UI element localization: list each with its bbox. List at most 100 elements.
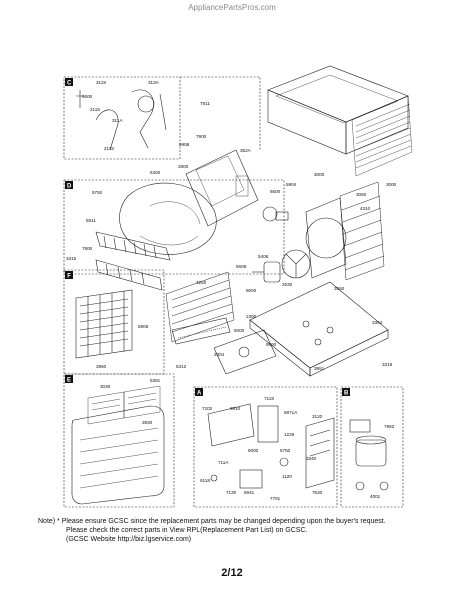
part-label: 5408 — [258, 254, 269, 259]
section-marker-c — [65, 78, 73, 86]
part-label: 3315 — [66, 256, 77, 261]
replacement-note: Note) * Please ensure GCSC since the rep… — [38, 517, 448, 544]
part-label: 3119 — [96, 80, 106, 85]
part-label: 352A — [240, 148, 252, 153]
condenser-coil — [339, 181, 385, 281]
drain-tray — [171, 317, 231, 345]
part-label: 2115 — [90, 107, 100, 112]
part-label: 7202 — [202, 406, 213, 411]
compressor-motor — [262, 206, 289, 222]
part-label: 3960 — [96, 364, 107, 369]
part-label: 3319 — [382, 362, 393, 367]
air-filter — [75, 289, 133, 359]
control-pcb — [207, 403, 335, 489]
group-box-e — [63, 373, 175, 508]
partition-plate — [213, 329, 277, 375]
note-line-1: Note) * Please ensure GCSC since the rep… — [38, 518, 386, 525]
group-box-b — [340, 386, 404, 508]
part-label: 7800 — [82, 246, 93, 251]
part-label: 3030 — [100, 384, 111, 389]
front-grille — [71, 405, 165, 505]
part-label: 6600 — [82, 94, 93, 99]
part-label: 311A — [112, 118, 123, 123]
note-line-3: (GCSC Website http://biz.lgservice.com) — [66, 536, 192, 543]
fan-shroud — [305, 197, 347, 279]
part-label: 7130 — [226, 490, 237, 495]
section-letter-e: E — [67, 378, 71, 384]
evaporator-coil — [165, 271, 235, 343]
section-marker-b — [342, 388, 350, 396]
blower-housing — [119, 182, 217, 255]
part-label: 6400 — [150, 170, 161, 175]
part-label: 4001 — [370, 494, 381, 499]
part-label: 3930 — [142, 420, 153, 425]
part-label: 313A — [148, 80, 160, 85]
part-label: 6000 — [248, 448, 259, 453]
rear-grille — [351, 95, 413, 177]
base-pan — [249, 281, 389, 377]
section-marker-a — [195, 388, 203, 396]
group-box-a — [193, 386, 338, 508]
part-label: 6600 — [270, 189, 281, 194]
part-label: 4310 — [360, 206, 371, 211]
part-label: 2300 — [246, 314, 257, 319]
part-label: 7900 — [196, 134, 207, 139]
part-label: 2115 — [104, 146, 114, 151]
part-label: 711A — [218, 460, 229, 465]
part-label: 2304 — [214, 352, 225, 357]
part-label: 9860 — [266, 342, 277, 347]
part-label: 1120 — [282, 474, 292, 479]
part-label: 7791 — [270, 496, 281, 501]
part-label: 5911 — [86, 218, 96, 223]
part-label: 3304 — [372, 320, 383, 325]
part-label: 5750 — [280, 448, 291, 453]
part-label: 7118 — [264, 396, 274, 401]
part-label: 5312 — [176, 364, 187, 369]
part-label: 9910 — [230, 406, 241, 411]
section-marker-e — [65, 375, 73, 383]
refrigerant-tubing — [76, 89, 167, 151]
watermark: AppliancePartsPros.com — [188, 3, 276, 12]
section-letter-d: D — [67, 184, 72, 190]
part-label: 3951 — [314, 366, 325, 371]
part-label: 3550 — [334, 286, 345, 291]
part-label: 7982 — [384, 424, 395, 429]
part-label: 5906 — [138, 324, 149, 329]
part-label: 3000 — [386, 182, 397, 187]
control-box — [185, 149, 259, 227]
outline-main — [180, 76, 261, 150]
page-number: 2/12 — [221, 567, 243, 579]
part-label: 6871A — [284, 410, 298, 415]
inlet-louver — [87, 385, 161, 425]
section-markers: C D F E A B — [65, 78, 350, 397]
section-marker-f — [65, 271, 73, 279]
section-letter-a: A — [197, 391, 202, 397]
group-box-c — [63, 76, 181, 160]
heater-assembly — [95, 259, 163, 291]
note-line-2: Please check the correct parts in View R… — [66, 527, 308, 534]
part-label: 3000 — [314, 172, 325, 177]
part-label: 7911 — [200, 101, 210, 106]
part-label: 4250 — [196, 280, 207, 285]
part-label: 6941 — [244, 490, 255, 495]
part-label: 5381 — [150, 378, 161, 383]
part-label: 5000 — [234, 328, 245, 333]
section-letter-c: C — [67, 81, 72, 87]
part-label: 6608 — [236, 264, 247, 269]
section-letter-f: F — [67, 274, 71, 280]
part-label: 3080 — [356, 192, 367, 197]
part-label: 1229 — [284, 432, 295, 437]
part-label: 9000 — [246, 288, 257, 293]
section-letter-b: B — [344, 391, 349, 397]
fan-motor — [252, 261, 281, 283]
condenser-fan — [281, 249, 311, 279]
part-label: 5904 — [286, 182, 297, 187]
part-label: 3120 — [312, 414, 323, 419]
compressor-parts — [349, 419, 389, 491]
group-box-d — [63, 179, 285, 275]
section-marker-d — [65, 181, 73, 189]
part-label: 3340 — [306, 456, 317, 461]
blower-wheel — [95, 231, 171, 261]
